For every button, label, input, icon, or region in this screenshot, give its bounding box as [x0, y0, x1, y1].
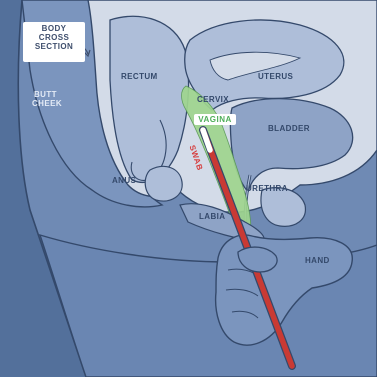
body-cross-section-label-line-3: SECTION [23, 42, 85, 51]
rectum-label: RECTUM [121, 72, 158, 81]
hand-label: HAND [305, 256, 330, 265]
vagina-label: VAGINA [194, 114, 236, 125]
uterus-label: UTERUS [258, 72, 293, 81]
body-cross-section-label-box: BODY CROSS SECTION [23, 22, 85, 62]
anus-organ [145, 166, 182, 201]
bladder-label: BLADDER [268, 124, 310, 133]
butt-cheek-label-line-2: CHEEK [32, 99, 62, 108]
anus-label: ANUS [112, 176, 136, 185]
urethra-label: URETHRA [246, 184, 288, 193]
cervix-label: CERVIX [197, 95, 229, 104]
body-cross-section-label-line-2: CROSS [23, 33, 85, 42]
butt-cheek-label-line-1: BUTT [34, 90, 57, 99]
labia-label: LABIA [199, 212, 225, 221]
body-cross-section-label-line-1: BODY [23, 24, 85, 33]
